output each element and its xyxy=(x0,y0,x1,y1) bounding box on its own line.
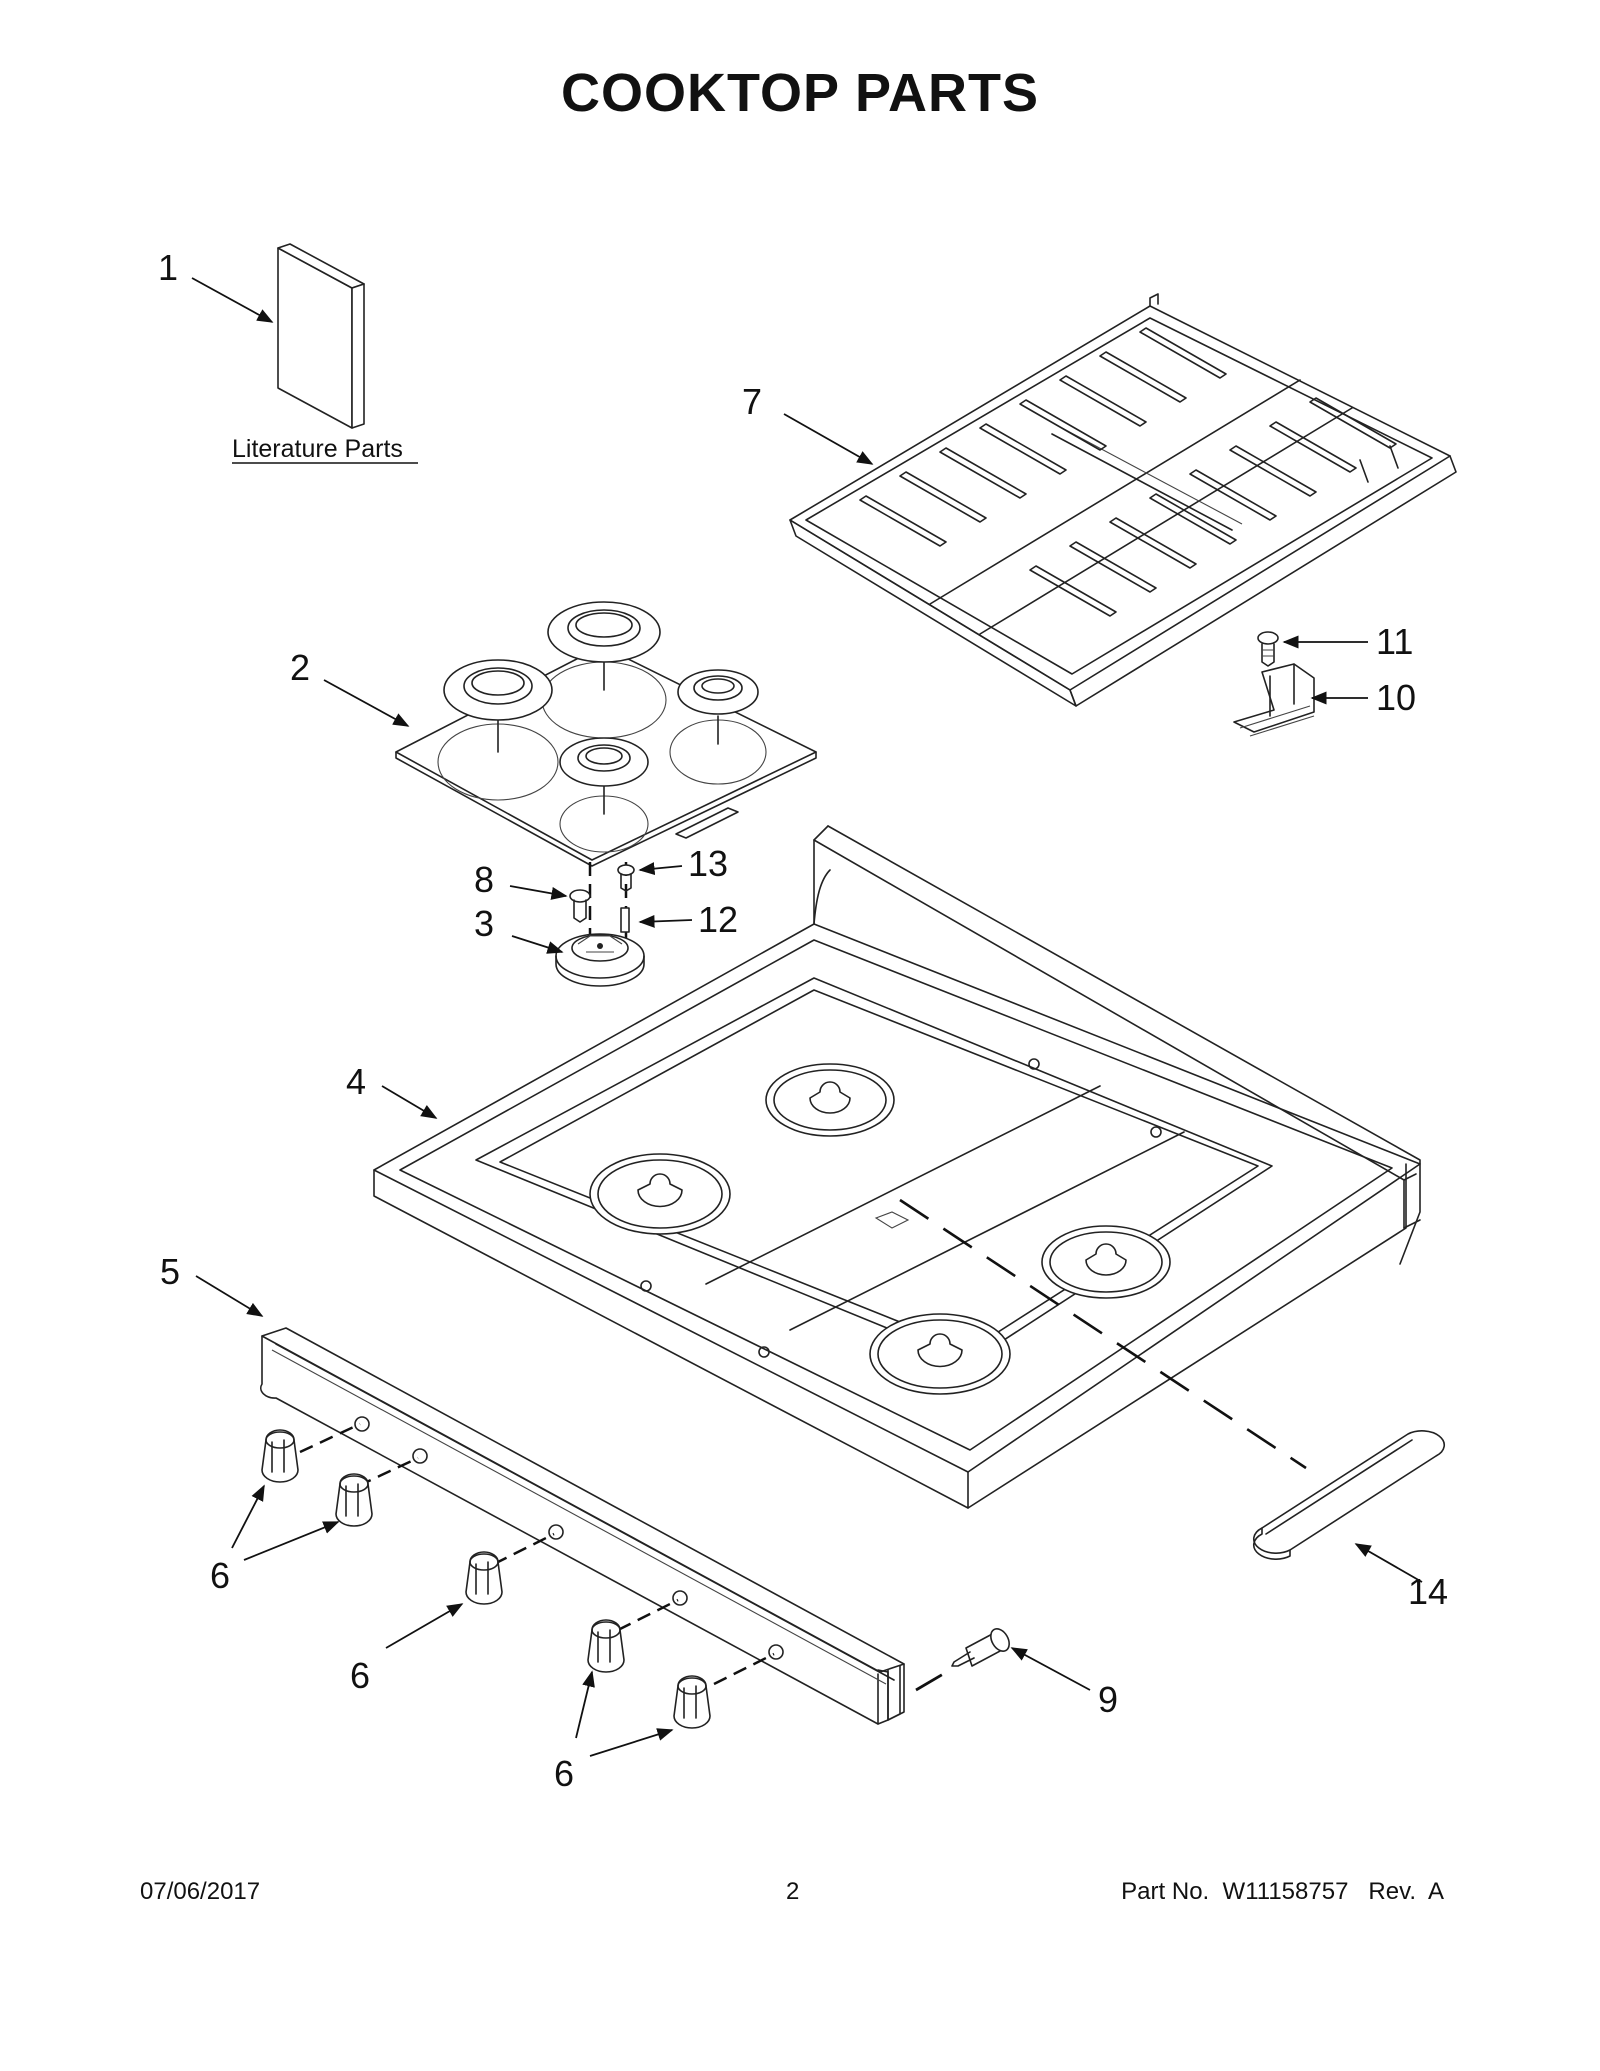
callout-11: 11 xyxy=(1376,621,1413,662)
callout-14: 14 xyxy=(1408,1571,1448,1612)
callout-9: 9 xyxy=(1098,1679,1118,1720)
footer-page-number: 2 xyxy=(786,1878,800,1905)
callout-13: 13 xyxy=(688,843,728,884)
knob xyxy=(261,1429,299,1483)
electrode-screw xyxy=(617,864,635,892)
knob xyxy=(465,1551,503,1605)
callout-3: 3 xyxy=(474,903,494,944)
cooktop-burner-panel xyxy=(395,601,817,867)
callout-10: 10 xyxy=(1376,677,1416,718)
callout-6-top: 6 xyxy=(210,1555,230,1596)
page-title: COOKTOP PARTS xyxy=(560,63,1040,123)
trim-screw xyxy=(951,1628,1010,1667)
grate-bracket-screw xyxy=(1257,631,1279,667)
callout-7: 7 xyxy=(742,381,762,422)
footer-date: 07/06/2017 xyxy=(140,1878,261,1905)
main-cooktop xyxy=(373,825,1421,1509)
callout-4: 4 xyxy=(346,1061,366,1102)
callout-5: 5 xyxy=(160,1251,180,1292)
burner-screw xyxy=(569,889,591,923)
burner-grate xyxy=(789,293,1457,707)
callout-8: 8 xyxy=(474,859,494,900)
callout-6-middle: 6 xyxy=(350,1655,370,1696)
literature-booklet xyxy=(277,243,365,429)
callout-6-bottom: 6 xyxy=(554,1753,574,1794)
callout-12: 12 xyxy=(698,899,738,940)
callout-2: 2 xyxy=(290,647,310,688)
callout-1: 1 xyxy=(158,247,178,288)
burner-base xyxy=(555,933,645,987)
footer-part-number: Part No. W11158757 Rev. A xyxy=(1121,1878,1444,1905)
logo-badge xyxy=(1252,1430,1446,1560)
knob xyxy=(335,1473,373,1527)
control-panel-trim xyxy=(260,1327,905,1725)
grate-bracket xyxy=(1233,663,1315,737)
literature-parts-label: Literature Parts xyxy=(232,435,403,463)
control-knobs xyxy=(261,1422,775,1729)
spark-electrode xyxy=(620,907,630,933)
knob xyxy=(587,1619,625,1673)
knob xyxy=(673,1675,711,1729)
